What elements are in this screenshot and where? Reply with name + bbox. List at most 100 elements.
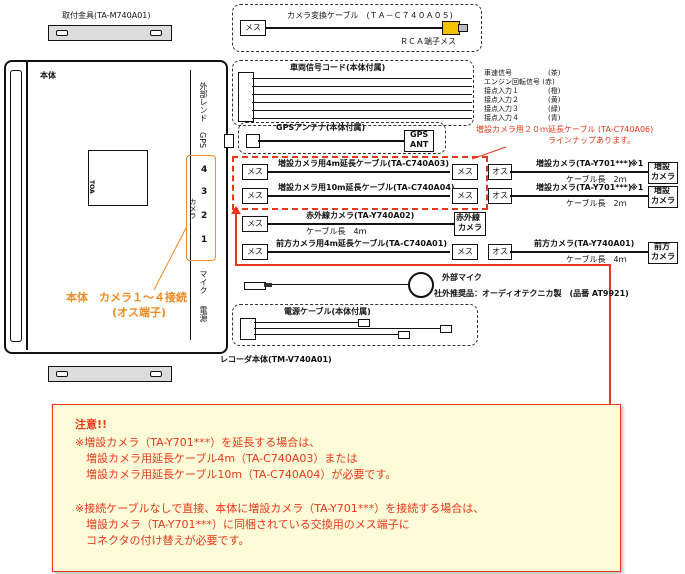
front-cable-connector: メス bbox=[242, 244, 268, 260]
bracket-top-label: 取付金具(TA-M740A01) bbox=[62, 11, 151, 20]
mic-note: 社外推奨品：オーディオテクニカ製 (品番 AT9921) bbox=[434, 289, 629, 298]
front-camera-box bbox=[648, 242, 678, 264]
signal-color-5: (緑) bbox=[548, 105, 561, 113]
mic-plug bbox=[244, 282, 266, 290]
recorder-body-front bbox=[4, 60, 28, 350]
notice-line-2: 増設カメラ用延長ケーブル4m（TA-C740A03）または bbox=[75, 452, 358, 465]
gps-label: GPSアンテナ(本体付属) bbox=[276, 123, 366, 132]
camera-conv-cable-line bbox=[266, 27, 442, 29]
ext-4m-left-connector: メス bbox=[242, 164, 268, 180]
signal-label-1: 車速信号 bbox=[484, 69, 512, 77]
power-wire-3 bbox=[254, 334, 398, 335]
extension-cable-callout bbox=[471, 146, 507, 160]
ext-4m-label: 増設カメラ用4m延長ケーブル(TA-C740A03) bbox=[278, 159, 449, 168]
front-camera-box-line2: カメラ bbox=[651, 252, 675, 261]
camera-conv-cable-label: カメラ変換ケーブル (ＴＡ－Ｃ７４０Ａ０５) bbox=[287, 11, 453, 20]
ext-camera-1-box-line2: カメラ bbox=[651, 172, 675, 181]
ir-camera-length: ケーブル長 4ｍ bbox=[306, 227, 367, 236]
front-camera-box-line1: 前方 bbox=[654, 242, 670, 251]
signal-color-3: (橙) bbox=[548, 87, 561, 95]
red-arrow-head bbox=[231, 206, 241, 214]
port-label-camera: カメラ bbox=[189, 198, 197, 219]
recorder-body-rear-panel bbox=[190, 70, 217, 340]
port-label-exteria: 外部レンド bbox=[199, 82, 208, 122]
ext-4m-right-connector: メス bbox=[452, 164, 478, 180]
rca-label: ＲＣＡ端子メス bbox=[400, 37, 456, 46]
notice-line-5: ※接続ケーブルなしで直接、本体に増設カメラ（TA-Y701***）を接続する場合… bbox=[75, 502, 485, 515]
notice-line-3: 増設カメラ用延長ケーブル10m（TA-C740A04）が必要です。 bbox=[75, 468, 397, 481]
gps-cable-line bbox=[258, 140, 404, 142]
ext-10m-label: 増設カメラ用10m延長ケーブル(TA-C740A04) bbox=[278, 183, 455, 192]
ir-camera-label: 赤外線カメラ(TA-Y740A02) bbox=[306, 211, 415, 220]
camera-port-group bbox=[186, 155, 216, 261]
power-cable-group bbox=[232, 304, 478, 346]
ir-camera-line bbox=[268, 223, 454, 225]
power-connector bbox=[240, 318, 256, 340]
mic-label: 外部マイク bbox=[442, 273, 482, 282]
bracket-top-hole-left bbox=[56, 30, 68, 36]
bracket-top bbox=[48, 25, 172, 41]
signal-color-6: (青) bbox=[548, 114, 561, 122]
ext-4m-line bbox=[268, 171, 450, 173]
vehicle-cord-group bbox=[232, 60, 474, 126]
lineup-note-line1: 増設カメラ用２０ｍ延長ケーブル (TA-C740A06) bbox=[476, 125, 654, 134]
camera-conv-connector: メス bbox=[240, 20, 266, 36]
power-terminal-2 bbox=[440, 325, 452, 333]
body-camera-note-line2: (オス端子) bbox=[112, 306, 167, 319]
ext-camera-1-box-line1: 増設 bbox=[654, 162, 670, 171]
signal-color-1: (茶) bbox=[548, 69, 561, 77]
port-number-4: 4 bbox=[201, 165, 208, 175]
port-number-3: 3 bbox=[201, 187, 208, 197]
red-frame-left bbox=[235, 212, 237, 264]
front-camera-connector: オス bbox=[488, 244, 512, 260]
ext-camera-2-box bbox=[648, 186, 678, 208]
ext-camera-2-label: 増設カメラ(TA-Y701***) bbox=[536, 183, 632, 192]
lineup-note-line2: ラインナップあります。 bbox=[548, 136, 636, 145]
power-wire-1 bbox=[254, 322, 358, 323]
power-wire-2 bbox=[254, 328, 440, 329]
vehicle-cord-wire-4 bbox=[252, 102, 472, 103]
brand-mark: TOA bbox=[88, 180, 95, 194]
vehicle-cord-wire-5 bbox=[252, 110, 472, 111]
front-camera-line bbox=[510, 251, 648, 253]
ext-camera-2-line bbox=[510, 195, 648, 197]
vehicle-cord-label: 車両信号コード(本体付属) bbox=[290, 63, 386, 72]
vehicle-cord-connector bbox=[238, 72, 254, 122]
power-cable-label: 電源ケーブル(本体付属) bbox=[284, 307, 371, 316]
mic-body bbox=[408, 272, 434, 298]
recorder-body-front-inner bbox=[10, 70, 22, 342]
mic-plug-tip bbox=[264, 283, 272, 287]
extension-cable-group bbox=[232, 156, 488, 210]
ext-camera-2-connector: オス bbox=[488, 188, 512, 204]
notice-box: 注意!! ※増設カメラ（TA-Y701***）を延長する場合は、 増設カメラ用延… bbox=[52, 404, 621, 572]
power-terminal-1 bbox=[358, 319, 370, 327]
bracket-bottom-hole-right bbox=[150, 371, 162, 377]
ext-camera-2-box-line2: カメラ bbox=[651, 196, 675, 205]
recorder-screen bbox=[88, 150, 148, 206]
notice-line-1: ※増設カメラ（TA-Y701***）を延長する場合は、 bbox=[75, 436, 321, 449]
port-label-mic: マイク bbox=[199, 270, 208, 294]
ext-camera-1-length: ケーブル長 2ｍ bbox=[566, 175, 627, 184]
ext-camera-2-length: ケーブル長 2ｍ bbox=[566, 199, 627, 208]
gps-group bbox=[238, 122, 446, 154]
signal-label-5: 接点入力３ bbox=[484, 105, 519, 113]
front-camera-length: ケーブル長 4ｍ bbox=[566, 255, 627, 264]
front-cable-line bbox=[268, 251, 450, 253]
port-label-gps: GPS bbox=[198, 132, 207, 149]
gps-antenna-line1: GPS bbox=[410, 130, 429, 139]
ext-10m-left-connector: メス bbox=[242, 188, 268, 204]
port-number-2: 2 bbox=[201, 211, 208, 221]
recorder-label: レコーダ本体(TM-V740A01) bbox=[220, 355, 332, 364]
ext-10m-right-connector: メス bbox=[452, 188, 478, 204]
ext-camera-1-box bbox=[648, 162, 678, 184]
bracket-top-hole-right bbox=[150, 30, 162, 36]
front-cable-label: 前方カメラ用4m延長ケーブル(TA-C740A01) bbox=[276, 239, 447, 248]
notice-line-7: コネクタの付け替えが必要です。 bbox=[75, 534, 250, 547]
vehicle-cord-wire-3 bbox=[252, 94, 472, 95]
port-label-power: 電源 bbox=[199, 306, 208, 322]
signal-color-4: (黄) bbox=[548, 96, 561, 104]
ext-camera-1-line bbox=[510, 171, 648, 173]
gps-port bbox=[224, 134, 234, 148]
ir-camera-box-line2: カメラ bbox=[458, 223, 482, 232]
port-number-1: 1 bbox=[201, 235, 208, 245]
